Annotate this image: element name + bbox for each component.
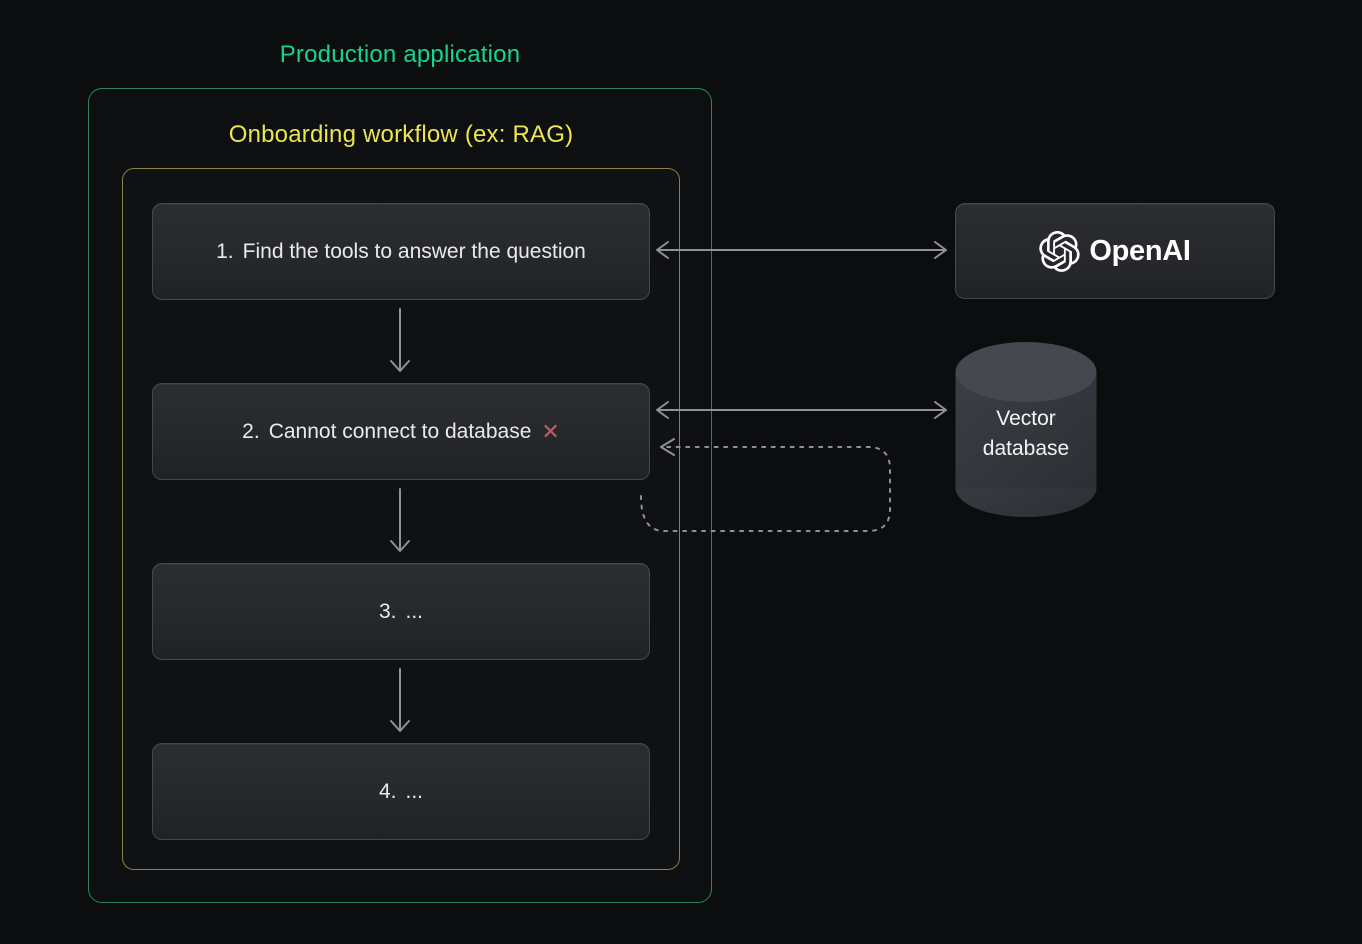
step-4-box: 4. ... [152, 743, 650, 840]
step-3-label: ... [406, 600, 424, 624]
production-application-title: Production application [88, 41, 712, 69]
step-1-label: Find the tools to answer the question [243, 240, 586, 264]
step-1-box: 1. Find the tools to answer the question [152, 203, 650, 300]
vector-database-label: Vector database [955, 404, 1097, 464]
step-2-box: 2. Cannot connect to database ✕ [152, 383, 650, 480]
error-cross-icon: ✕ [541, 419, 559, 445]
openai-box: OpenAI [955, 203, 1275, 299]
step-4-label: ... [406, 780, 424, 804]
step-2-number: 2. [242, 420, 260, 444]
onboarding-workflow-title: Onboarding workflow (ex: RAG) [122, 121, 680, 149]
step-3-number: 3. [379, 600, 397, 624]
openai-label: OpenAI [1089, 235, 1190, 268]
step-3-box: 3. ... [152, 563, 650, 660]
step-4-number: 4. [379, 780, 397, 804]
openai-logo-icon [1039, 231, 1080, 272]
step-1-number: 1. [216, 240, 234, 264]
step-2-label: Cannot connect to database [269, 420, 532, 444]
